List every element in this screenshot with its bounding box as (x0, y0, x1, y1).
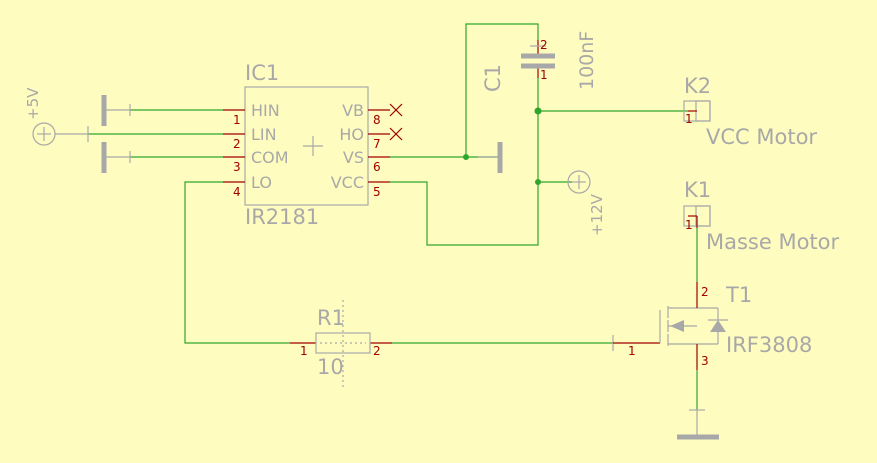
ic1-pin-label: LIN (251, 125, 277, 144)
r1-pin-number: 1 (300, 344, 308, 358)
no-connect-icon (389, 103, 403, 117)
ic1-pin-number: 1 (233, 113, 241, 127)
ic1-pin-number: 5 (373, 185, 381, 199)
junctions (463, 107, 542, 185)
supply-12v-symbol (567, 170, 591, 194)
ic1-value: IR2181 (245, 205, 319, 229)
ic1-pin-label: HIN (251, 101, 280, 120)
ic1-pin-label: COM (251, 148, 289, 167)
ic1-pin-number: 7 (373, 137, 381, 151)
junction-dot (463, 154, 469, 160)
transistor-t1[interactable]: 1 2 3 T1 IRF3808 (612, 282, 812, 370)
t1-pin-number: 1 (628, 344, 636, 358)
c1-pin-number: 1 (540, 68, 548, 82)
r1-value: 10 (317, 355, 344, 379)
ground-symbol[interactable] (677, 409, 719, 440)
ic1-pin-label: VCC (331, 173, 364, 192)
ic1-pin-number: 4 (233, 185, 241, 199)
flag-com[interactable] (101, 142, 131, 173)
k1-label: Masse Motor (706, 230, 840, 254)
ic1-pin-number: 2 (233, 137, 241, 151)
supply-12v-label: +12V (588, 193, 606, 236)
k1-pin-number: 1 (685, 218, 693, 232)
body-diode-icon (710, 320, 726, 332)
wire-vs-cap[interactable] (465, 23, 539, 157)
junction-dot (534, 107, 542, 115)
ic1-name: IC1 (245, 61, 279, 85)
wire-lo[interactable] (184, 181, 290, 344)
flag-vs[interactable] (478, 142, 503, 173)
no-connect-icon (389, 127, 403, 141)
ic1-pin-label: VS (343, 148, 364, 167)
supply-5v-label: +5V (24, 87, 42, 120)
ic1-left-pins: HIN LIN COM LO 1 2 3 4 (223, 101, 289, 199)
connector-k1[interactable]: 1 K1 Masse Motor (683, 178, 840, 254)
t1-name: T1 (725, 283, 752, 307)
junction-dot (535, 179, 541, 185)
ic1-pin-number: 6 (373, 160, 381, 174)
ic1-right-pins: VB HO VS VCC 8 7 6 5 (331, 101, 390, 199)
ic1-pin-label: HO (339, 125, 364, 144)
k2-pin-number: 1 (685, 112, 693, 126)
connector-k2[interactable]: 1 K2 VCC Motor (683, 74, 817, 149)
k1-name: K1 (684, 178, 711, 202)
wire-vcc[interactable] (390, 78, 539, 246)
c1-pin-number: 2 (540, 38, 548, 52)
k2-label: VCC Motor (706, 125, 817, 149)
c1-value: 100nF (576, 31, 598, 90)
resistor-r1[interactable]: 1 2 R1 10 (290, 300, 392, 388)
t1-pin-number: 3 (701, 354, 709, 368)
ic1[interactable]: IC1 IR2181 HIN LIN COM LO 1 2 3 4 VB HO … (223, 61, 403, 229)
flag-hin[interactable] (101, 95, 131, 126)
r1-name: R1 (317, 306, 345, 330)
t1-pin-number: 2 (701, 285, 709, 299)
wires (88, 23, 698, 410)
mosfet-arrow-icon (670, 320, 684, 332)
r1-body (315, 332, 371, 354)
c1-name: C1 (481, 64, 505, 92)
ic1-pin-number: 3 (233, 160, 241, 174)
ic1-pin-label: LO (251, 173, 272, 192)
ic1-body (244, 86, 369, 206)
supply-5v[interactable]: +5V (24, 87, 89, 146)
ic1-pin-label: VB (342, 101, 364, 120)
capacitor-c1[interactable]: 2 1 C1 100nF (481, 31, 598, 92)
k2-name: K2 (684, 74, 711, 98)
supply-12v[interactable]: +12V (567, 170, 606, 236)
r1-pin-number: 2 (373, 344, 381, 358)
ic1-pin-number: 8 (373, 113, 381, 127)
t1-value: IRF3808 (726, 333, 812, 357)
